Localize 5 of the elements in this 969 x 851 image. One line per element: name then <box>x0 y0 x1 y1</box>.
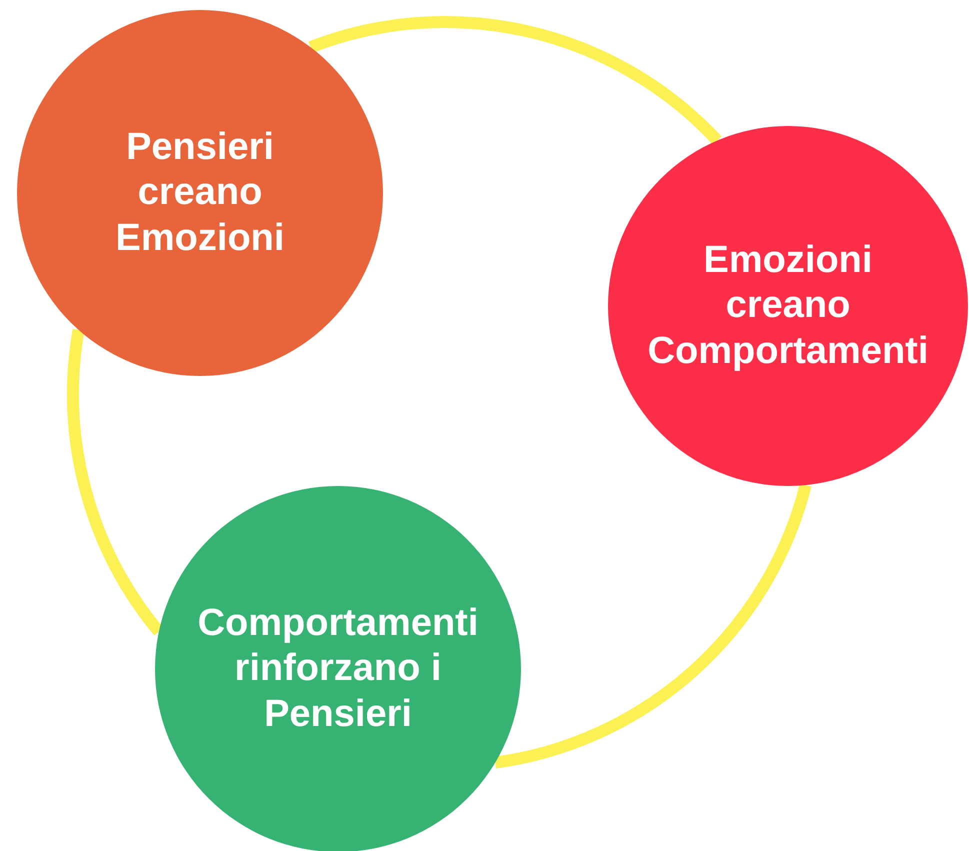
node-label: Comportamenti rinforzano i Pensieri <box>196 600 480 737</box>
node-label: Emozioni creano Comportamenti <box>646 238 930 374</box>
ring-arc <box>308 16 722 145</box>
node-label: Pensieri creano Emozioni <box>114 124 286 261</box>
ring-arc <box>494 483 812 768</box>
